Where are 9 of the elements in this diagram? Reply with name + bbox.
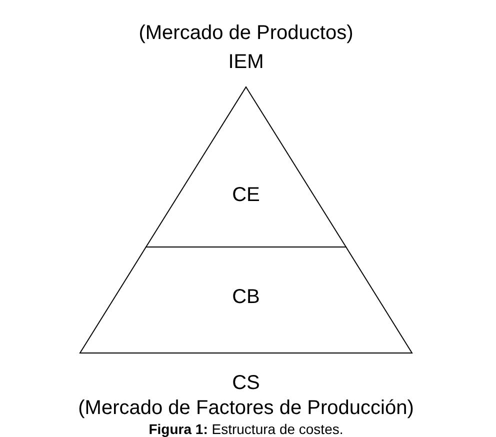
market-label: (Mercado de Productos) [138, 22, 354, 44]
level-label: IEM [228, 51, 264, 73]
market-label: (Mercado de Factores de Producción) [78, 397, 414, 419]
figure-caption: Figura 1: Estructura de costes. [148, 421, 344, 437]
triangle-section [146, 87, 346, 247]
section-label: CB [232, 286, 260, 308]
section-label: CE [232, 184, 260, 206]
trapezoid-section [80, 247, 412, 353]
level-label: CS [232, 372, 260, 394]
